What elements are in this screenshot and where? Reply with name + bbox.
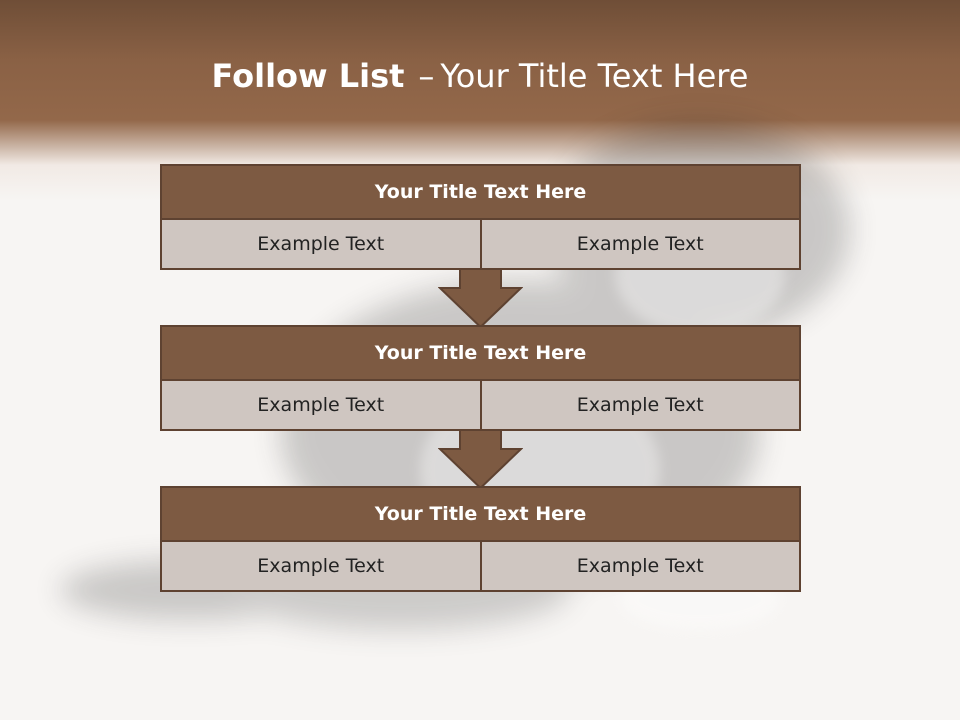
list-block-2: Your Title Text Here Example Text Exampl… — [160, 325, 801, 431]
block-title: Your Title Text Here — [160, 325, 801, 381]
block-cell-right: Example Text — [481, 381, 801, 431]
list-block-1: Your Title Text Here Example Text Exampl… — [160, 164, 801, 270]
block-cell-left: Example Text — [160, 542, 482, 592]
block-row: Example Text Example Text — [160, 542, 801, 592]
block-cell-left: Example Text — [160, 220, 482, 270]
down-arrow-icon — [438, 429, 523, 489]
block-row: Example Text Example Text — [160, 220, 801, 270]
block-title: Your Title Text Here — [160, 486, 801, 542]
block-title: Your Title Text Here — [160, 164, 801, 220]
block-cell-left: Example Text — [160, 381, 482, 431]
slide-title: Follow List–Your Title Text Here — [0, 52, 960, 100]
list-block-3: Your Title Text Here Example Text Exampl… — [160, 486, 801, 592]
block-cell-right: Example Text — [481, 220, 801, 270]
slide-title-bold: Follow List — [211, 57, 405, 95]
down-arrow-icon — [438, 268, 523, 328]
block-cell-right: Example Text — [481, 542, 801, 592]
slide-title-dash: – — [418, 57, 435, 95]
block-row: Example Text Example Text — [160, 381, 801, 431]
slide-title-rest: Your Title Text Here — [440, 57, 749, 95]
